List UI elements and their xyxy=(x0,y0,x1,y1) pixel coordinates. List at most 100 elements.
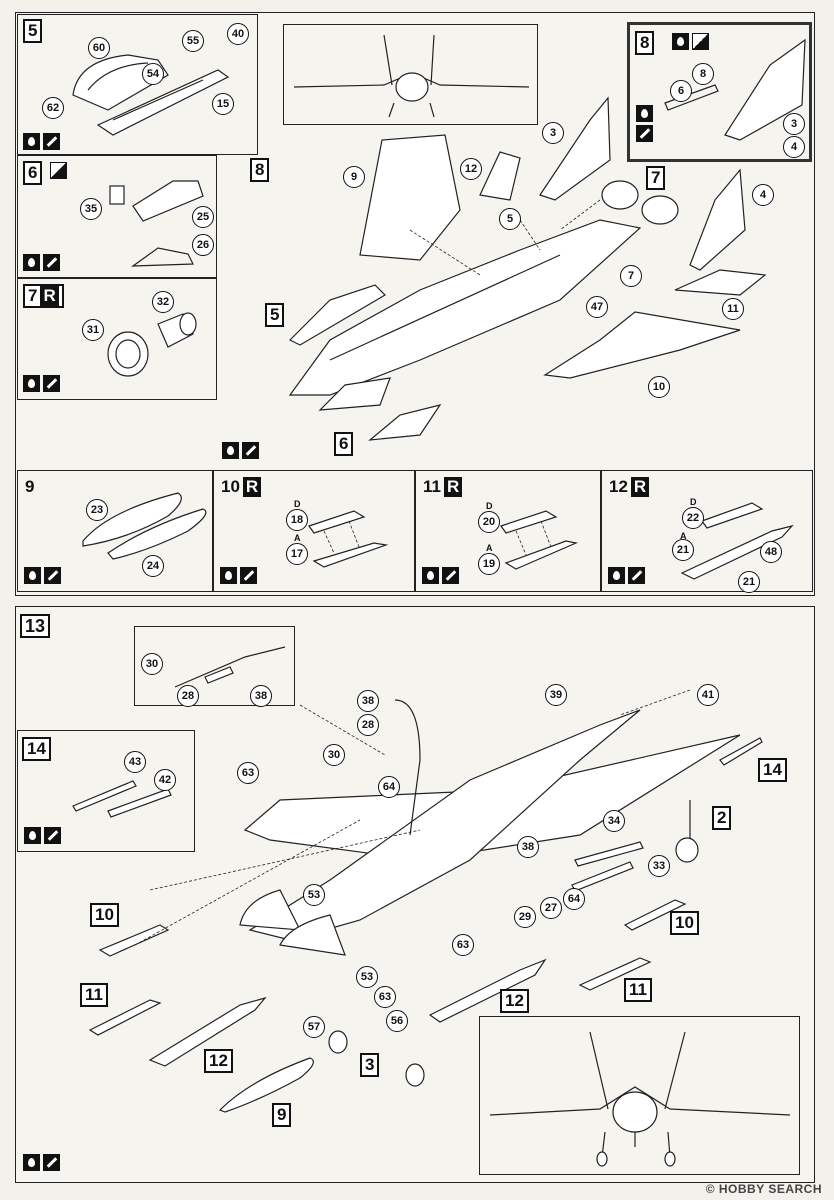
paint-brush-icon xyxy=(442,567,459,584)
part-callout-4: 4 xyxy=(783,136,805,158)
part-callout-39: 39 xyxy=(545,684,567,706)
part-callout-29: 29 xyxy=(514,906,536,928)
part-callout-28b: 28 xyxy=(357,714,379,736)
front-view-box-top xyxy=(283,24,538,125)
sub-label-7: 7 xyxy=(646,166,666,190)
sub-label-9: 9 xyxy=(272,1103,292,1127)
part-callout-21b: 21 xyxy=(738,571,760,593)
part-callout-3: 3 xyxy=(783,113,805,135)
step-10-label: 10 xyxy=(221,477,240,496)
part-callout-63c: 63 xyxy=(374,986,396,1008)
part-callout-62: 62 xyxy=(42,97,64,119)
glue-drop-icon xyxy=(24,827,41,844)
r-badge: R xyxy=(242,477,262,497)
step-12-label: 12 xyxy=(609,477,628,496)
glue-drop-icon xyxy=(23,375,40,392)
letter-d: D xyxy=(486,501,493,511)
letter-d: D xyxy=(294,499,301,509)
paint-brush-icon xyxy=(43,1154,60,1171)
paint-icons-step9 xyxy=(24,567,61,584)
part-callout-34: 34 xyxy=(603,810,625,832)
part-callout-4-main: 4 xyxy=(752,184,774,206)
step-6-panel: 6 35 25 26 xyxy=(17,155,217,278)
part-callout-5: 5 xyxy=(499,208,521,230)
glue-drop-icon xyxy=(222,442,239,459)
front-view-box-bottom xyxy=(479,1016,800,1175)
paint-icons-step13 xyxy=(23,1154,60,1171)
step-6-number: 6 xyxy=(23,161,43,185)
paint-brush-icon xyxy=(43,133,60,150)
sub-label-12-right: 12 xyxy=(500,989,529,1013)
part-callout-28: 28 xyxy=(177,685,199,707)
paint-brush-icon xyxy=(628,567,645,584)
part-callout-48: 48 xyxy=(760,541,782,563)
sub-label-6: 6 xyxy=(334,432,354,456)
step-13-number: 13 xyxy=(20,614,51,638)
step-8b-panel: 8 8 6 3 4 xyxy=(627,22,812,162)
glue-drop-icon xyxy=(24,567,41,584)
part-callout-21: 21 xyxy=(672,539,694,561)
paint-icons-step5 xyxy=(23,133,60,150)
part-callout-10: 10 xyxy=(648,376,670,398)
part-callout-33: 33 xyxy=(648,855,670,877)
part-callout-30b: 30 xyxy=(323,744,345,766)
paint-brush-icon xyxy=(636,125,653,142)
part-callout-38: 38 xyxy=(250,685,272,707)
detail-inset: 30 28 38 xyxy=(134,626,295,707)
part-callout-42: 42 xyxy=(154,769,176,791)
paint-icons-step6 xyxy=(23,254,60,271)
r-badge: R xyxy=(630,477,650,497)
step-8b-number: 8 xyxy=(635,31,655,55)
part-callout-53b: 53 xyxy=(356,966,378,988)
glue-drop-icon xyxy=(608,567,625,584)
part-callout-17: 17 xyxy=(286,543,308,565)
part-callout-32: 32 xyxy=(152,291,174,313)
sub-label-10-left: 10 xyxy=(90,903,119,927)
paint-icons-step7 xyxy=(23,375,60,392)
part-callout-30: 30 xyxy=(141,653,163,675)
step-7-label: 7 xyxy=(28,286,38,305)
part-callout-64b: 64 xyxy=(563,888,585,910)
step-9-number: 9 xyxy=(25,477,35,496)
part-callout-15: 15 xyxy=(212,93,234,115)
step-5-number: 5 xyxy=(23,19,43,43)
part-callout-54: 54 xyxy=(142,63,164,85)
sub-label-2: 2 xyxy=(712,806,732,830)
part-callout-63b: 63 xyxy=(452,934,474,956)
main-fuselage-assembly-drawing xyxy=(288,96,767,441)
paint-icons-step8b xyxy=(636,105,653,142)
sub-label-5: 5 xyxy=(265,303,285,327)
part-callout-6: 6 xyxy=(670,80,692,102)
aircraft-front-view-bottom xyxy=(489,1031,791,1167)
paint-brush-icon xyxy=(43,375,60,392)
step-14-panel: 14 43 42 xyxy=(17,730,195,852)
part-callout-20: 20 xyxy=(478,511,500,533)
sub-label-12-left: 12 xyxy=(204,1049,233,1073)
detail-inset-drawing xyxy=(174,646,286,688)
sub-label-14: 14 xyxy=(758,758,787,782)
part-callout-19: 19 xyxy=(478,553,500,575)
paint-icons-step10 xyxy=(220,567,257,584)
part-callout-55: 55 xyxy=(182,30,204,52)
part-callout-31: 31 xyxy=(82,319,104,341)
paint-brush-icon xyxy=(242,442,259,459)
glue-drop-icon xyxy=(23,254,40,271)
fin-drawing-step8b xyxy=(664,38,806,141)
part-callout-23: 23 xyxy=(86,499,108,521)
part-callout-35: 35 xyxy=(80,198,102,220)
part-callout-22: 22 xyxy=(682,507,704,529)
step-8b-label: 8 xyxy=(640,33,650,52)
half-shade-icon xyxy=(50,162,67,179)
step-11-label: 11 xyxy=(423,477,441,496)
r-badge: R xyxy=(40,286,59,306)
half-shade-icon xyxy=(692,33,709,50)
glue-drop-icon xyxy=(636,105,653,122)
step-9-panel: 9 23 24 xyxy=(17,470,213,592)
part-callout-24: 24 xyxy=(142,555,164,577)
